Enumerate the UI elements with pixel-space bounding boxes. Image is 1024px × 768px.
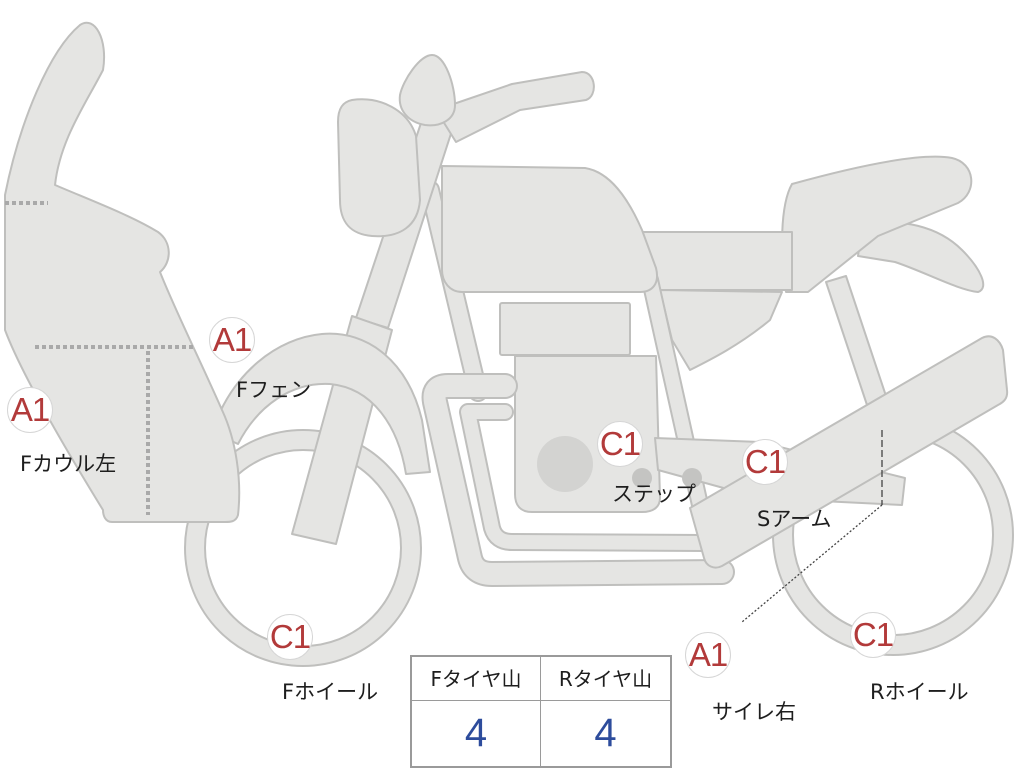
rear-tire-value: 4 <box>594 711 617 755</box>
exhaust-pipes <box>421 373 735 587</box>
headlight <box>337 98 421 238</box>
muffler <box>689 335 1009 569</box>
tail-cowl <box>857 221 985 293</box>
tire-tread-table: Fタイヤ山 Rタイヤ山 4 4 <box>410 655 672 768</box>
marker-silencer-right: A1 <box>685 632 731 678</box>
label-step: ステップ <box>612 482 696 506</box>
label-f-cowl-left: Fカウル左 <box>20 452 117 476</box>
rear-tire-header: Rタイヤ山 <box>541 657 670 701</box>
marker-swing-arm: C1 <box>742 439 788 485</box>
front-tire-header: Fタイヤ山 <box>412 657 541 701</box>
marker-f-cowl-left: A1 <box>7 387 53 433</box>
marker-f-fender: A1 <box>209 317 255 363</box>
front-fender <box>211 332 431 475</box>
footpeg-front <box>632 468 652 488</box>
front-cowl <box>4 21 241 523</box>
marker-f-wheel: C1 <box>267 614 313 660</box>
label-r-wheel: Rホイール <box>870 680 969 704</box>
cylinder-head <box>499 302 631 356</box>
footpeg-rear <box>682 468 702 488</box>
fuel-tank <box>441 165 658 293</box>
side-cover <box>659 289 783 371</box>
label-f-wheel: Fホイール <box>282 680 379 704</box>
marker-step: C1 <box>597 421 643 467</box>
front-wheel <box>184 429 422 667</box>
marker-r-wheel: C1 <box>850 612 896 658</box>
mirror <box>398 54 456 127</box>
generator-cover <box>537 436 593 492</box>
front-tire-value: 4 <box>412 701 541 766</box>
handlebar <box>435 71 595 143</box>
label-f-fender: Fフェン <box>236 378 312 402</box>
front-seat <box>637 231 793 291</box>
label-silencer-right: サイレ右 <box>712 700 796 724</box>
rear-shock <box>825 275 889 409</box>
label-swing-arm: Sアーム <box>757 507 832 531</box>
silencer-leader-line <box>741 430 883 623</box>
cowl-panel-lines <box>5 201 195 515</box>
